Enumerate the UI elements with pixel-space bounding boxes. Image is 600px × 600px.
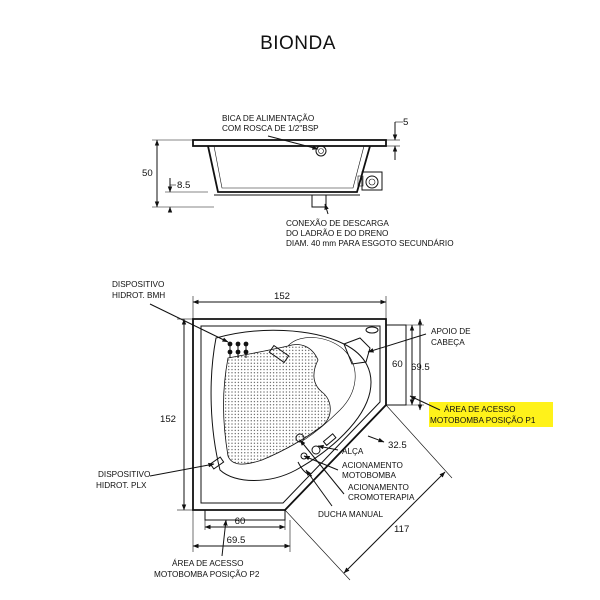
bmh-label-line2: HIDROT. BMH: [112, 291, 165, 300]
spout-fitting: [315, 145, 327, 157]
dim-bottom-60: [204, 520, 286, 530]
motor-label-line2: MOTOBOMBA: [342, 471, 397, 480]
shower-leader: [305, 469, 333, 507]
pump-p2-label-line2: MOTOBOMBA POSIÇÃO P2: [154, 569, 260, 579]
plan-view: 152 152 60 69.5 60: [96, 280, 553, 581]
headrest-pad: [343, 337, 371, 365]
dim-height-152: [177, 318, 193, 511]
bmh-leader: [149, 303, 229, 343]
dim-bottom-695: [192, 510, 291, 552]
plan-lounge-contour: [287, 337, 356, 441]
motor-leader: [303, 455, 339, 471]
drain-label-line3: DIAM. 40 mm PARA ESGOTO SECUNDÁRIO: [286, 238, 454, 248]
side-tub-inner: [213, 145, 365, 189]
side-elevation-view: BICA DE ALIMENTAÇÃO COM ROSCA DE 1/2"BSP…: [142, 113, 454, 248]
chromo-label-line1: ACIONAMENTO: [348, 483, 409, 492]
bmh-jets: [227, 341, 249, 358]
side-tub-rim: [192, 139, 387, 147]
p2-access-box: [204, 509, 286, 521]
side-pump-housing: [357, 171, 383, 191]
side-tub-body: [207, 145, 371, 193]
dim-325: [367, 435, 385, 443]
dim-width-152: [192, 296, 387, 319]
dim-height-label: 50: [142, 168, 153, 179]
shower-label: DUCHA MANUAL: [318, 510, 384, 519]
plx-leader: [149, 462, 215, 477]
plx-jet: [209, 456, 225, 470]
plan-rim-line: [200, 325, 381, 504]
pump-p1-label-line2: MOTOBOMBA POSIÇÃO P1: [430, 415, 536, 425]
headrest-label-line1: APOIO DE: [431, 327, 471, 336]
alca-label: ALÇA: [342, 447, 364, 456]
dim-base-label: 8.5: [177, 180, 190, 191]
dim-height-50: [152, 139, 214, 208]
plan-drain: [365, 326, 379, 334]
alca-leader: [317, 444, 339, 451]
drain-leader: [324, 203, 329, 215]
dim-base-85: [165, 178, 208, 213]
spout-fitting-inner: [318, 148, 324, 154]
plx-label-line1: DISPOSITIVO: [98, 470, 150, 479]
dim-325-label: 32.5: [388, 440, 407, 451]
dim-width-label: 152: [274, 291, 290, 302]
p1-access-box: [385, 324, 407, 406]
pump-p1-label-line1: ÁREA DE ACESSO: [444, 404, 515, 414]
bmh-label-line1: DISPOSITIVO: [112, 280, 164, 289]
drain-label-line2: DO LADRÃO E DO DRENO: [286, 228, 388, 238]
spout-leader: [267, 135, 319, 150]
dim-bottom-60-label: 60: [235, 516, 246, 527]
plx-label-line2: HIDROT. PLX: [96, 481, 147, 490]
spout-label-line2: COM ROSCA DE 1/2"BSP: [222, 124, 319, 133]
plan-basin-floor: [223, 344, 331, 465]
dim-height-left-label: 152: [160, 414, 176, 425]
plan-outer-outline: [192, 318, 387, 511]
headrest-label-line2: CABEÇA: [431, 338, 465, 347]
side-foot-left: [311, 194, 327, 208]
pump-p1-highlight: [429, 402, 553, 427]
dim-bottom-695-label: 69.5: [227, 535, 246, 546]
motor-label-line1: ACIONAMENTO: [342, 461, 403, 470]
dim-right-695-label: 69.5: [411, 362, 430, 373]
pump-p2-leader: [221, 519, 228, 557]
dim-117: [284, 404, 453, 581]
chromo-label-line2: CROMOTERAPIA: [348, 493, 415, 502]
dim-117-label: 117: [394, 524, 409, 535]
chromo-leader: [299, 439, 345, 495]
dim-right-60-label: 60: [392, 359, 403, 370]
dim-top-label: 5: [403, 117, 408, 128]
plan-spout: [268, 344, 290, 364]
dim-top-5: [386, 121, 403, 160]
plan-inner-basin: [210, 329, 372, 481]
drawing-title: BIONDA: [260, 33, 336, 54]
spout-label-line1: BICA DE ALIMENTAÇÃO: [222, 113, 314, 123]
pump-p2-label-line1: ÁREA DE ACESSO: [172, 558, 243, 568]
shower-handle: [297, 461, 313, 477]
pump-p1-leader: [409, 395, 441, 411]
headrest-leader: [367, 333, 427, 353]
drain-label-line1: CONEXÃO DE DESCARGA: [286, 218, 389, 228]
